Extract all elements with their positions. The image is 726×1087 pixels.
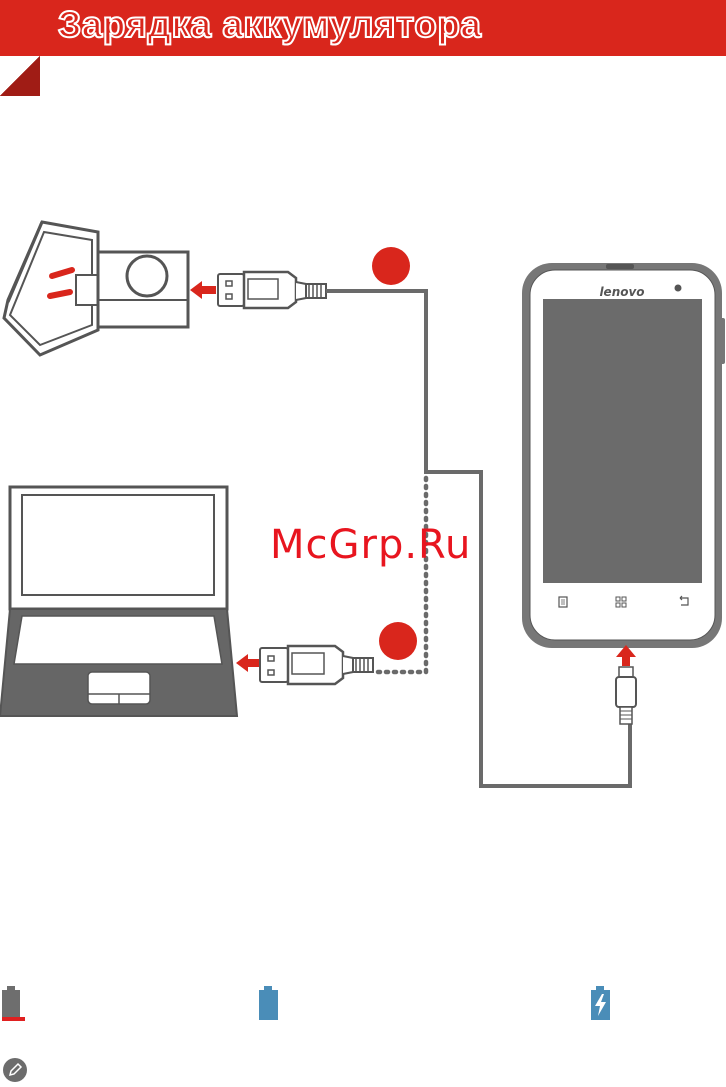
battery-full-icon: [259, 986, 278, 1020]
pencil-note-icon: [3, 1058, 27, 1082]
battery-low-icon: [2, 986, 25, 1021]
battery-charging-icon: [591, 986, 610, 1020]
